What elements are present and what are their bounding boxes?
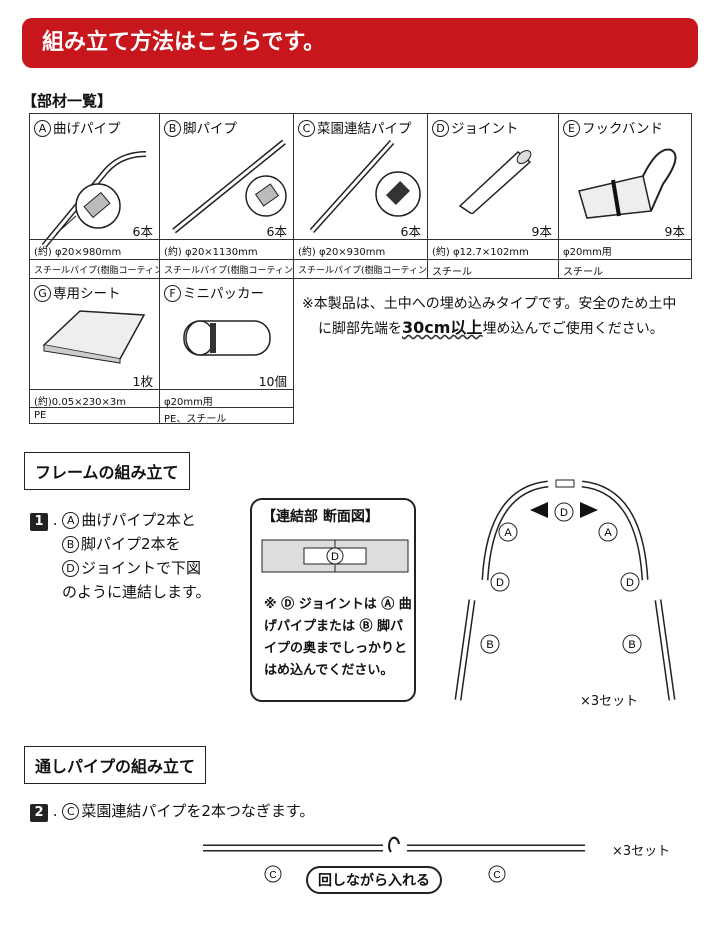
part-qty: 6本: [132, 224, 153, 239]
part-qty: 1枚: [132, 374, 153, 389]
svg-text:D: D: [560, 507, 568, 519]
banner-title: 組み立て方法はこちらです。: [42, 30, 326, 55]
svg-text:D: D: [496, 577, 504, 589]
part-material: スチールパイプ(樹脂コーティング)、PE: [164, 266, 326, 276]
joint-illustration: [458, 149, 532, 214]
arch-assembly-diagram: D D D B B A A: [454, 479, 676, 701]
hook-band-illustration: [578, 148, 677, 219]
svg-text:B: B: [486, 639, 493, 651]
part-spec: φ20mm用: [164, 397, 213, 408]
part-spec: (約) φ20×1130mm: [164, 247, 258, 258]
frame-set-count: ×3セット: [580, 694, 639, 709]
svg-text:D: D: [626, 577, 634, 589]
sheet-illustration: [42, 310, 146, 364]
cross-section-callout: [250, 498, 416, 702]
notice-line-2: に脚部先端を30cm以上埋め込んでご使用ください。: [318, 318, 664, 337]
part-material: スチールパイプ(樹脂コーティング)、PE: [34, 266, 196, 276]
part-qty: 9本: [664, 224, 685, 239]
svg-text:C: C: [269, 870, 276, 881]
step-1-number: 1: [30, 513, 48, 531]
part-material: スチールパイプ(樹脂コーティング)、PE: [298, 266, 460, 276]
cross-section-note: ※ Ⓓ ジョイントは Ⓐ 曲げパイプまたは Ⓑ 脚パイプの奥までしっかりとはめ込…: [264, 597, 412, 678]
part-spec: (約) φ12.7×102mm: [432, 247, 529, 258]
leg-pipe-illustration: [172, 139, 287, 234]
svg-text:C: C: [493, 870, 500, 881]
section-pipe-heading: 通しパイプの組み立て: [24, 746, 207, 784]
part-material: スチール: [563, 267, 603, 278]
notice-depth: 30cm以上: [402, 318, 483, 337]
pipe-connection-diagram: C C: [203, 836, 585, 883]
cross-section-title: 【連結部 断面図】: [262, 509, 379, 525]
part-spec: φ20mm用: [563, 247, 612, 258]
pipe-set-count: ×3セット: [612, 844, 671, 859]
part-material: PE: [34, 410, 47, 421]
part-qty: 10個: [258, 374, 287, 389]
section-frame-heading: フレームの組み立て: [24, 452, 190, 490]
parts-heading: 【部材一覧】: [22, 92, 113, 110]
part-qty: 9本: [531, 224, 552, 239]
bent-pipe-illustration: [41, 151, 147, 248]
turn-while-inserting-label: 回しながら入れる: [306, 866, 442, 894]
mini-packer-illustration: [183, 320, 271, 356]
connecting-pipe-illustration: [309, 139, 421, 234]
part-qty: 6本: [400, 224, 421, 239]
part-spec: (約) φ20×930mm: [298, 247, 386, 258]
part-qty: 6本: [266, 224, 287, 239]
svg-text:B: B: [628, 639, 635, 651]
part-material: PE、スチール: [164, 414, 227, 425]
part-spec: (約) φ20×980mm: [34, 247, 122, 258]
burial-notice: ※本製品は、土中への埋め込みタイプです。安全のため土中 に脚部先端を30cm以上…: [302, 292, 702, 341]
cross-section-label: D: [331, 551, 339, 563]
instructions-banner: 組み立て方法はこちらです。: [22, 18, 698, 68]
notice-line-1: ※本製品は、土中への埋め込みタイプです。安全のため土中: [302, 296, 677, 312]
part-material: スチール: [432, 267, 472, 278]
svg-text:A: A: [504, 527, 512, 539]
step-2-number: 2: [30, 804, 48, 822]
cross-section-diagram: D: [261, 539, 409, 573]
part-spec: (約)0.05×230×3m: [34, 397, 127, 408]
svg-text:A: A: [604, 527, 612, 539]
